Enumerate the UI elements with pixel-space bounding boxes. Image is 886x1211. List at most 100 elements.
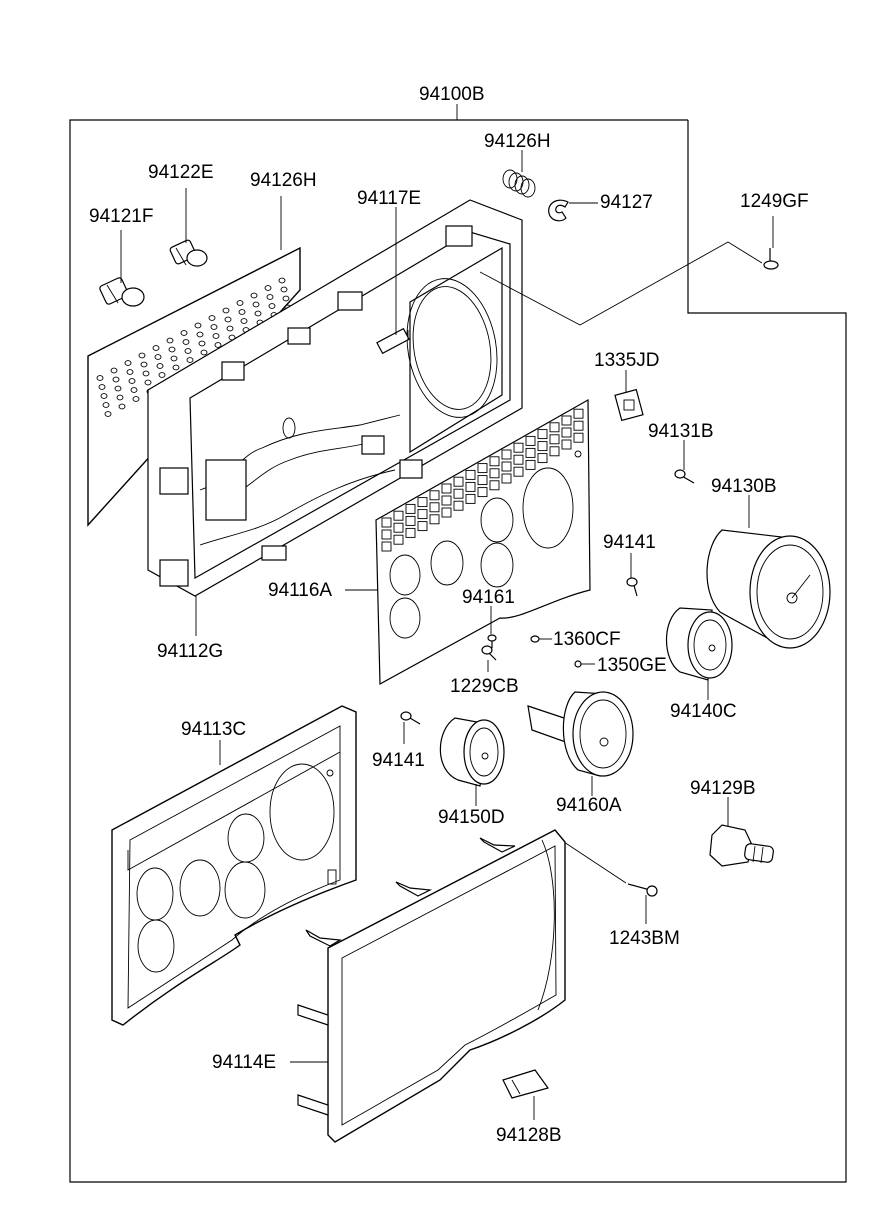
plate-cell [501,473,512,484]
pcb-hole [170,355,178,362]
pcb-hole [154,354,162,360]
label-94113C: 94113C [181,719,246,740]
pcb-hole [198,340,206,347]
pcb-hole [282,295,290,302]
pcb-hole [224,316,232,323]
label-94112G: 94112G [157,641,223,662]
plate-cell [465,469,476,480]
pcb-hole [102,402,110,408]
pcb-hole [200,349,208,356]
pcb-hole [118,403,126,410]
pcb-hole [104,411,112,417]
lens-94114E [297,829,566,1143]
pcb-hole [236,300,244,306]
pcb-hole [180,330,188,336]
pcb-hole [126,369,134,375]
plate-cell [537,453,548,464]
screw-94131B [674,469,695,484]
plate-cell [405,527,416,538]
pcb-hole [140,361,148,368]
leader-1243BM-to-lens [563,841,627,884]
pcb-hole [172,364,180,371]
pcb-hole [212,333,220,339]
pcb-hole [144,379,152,386]
pcb-hole [166,337,174,344]
plate-cell [561,415,572,426]
pcb-hole [208,315,216,321]
plate-cell [501,461,512,472]
pcb-hole [110,367,118,374]
label-94131B: 94131B [648,421,714,442]
label-1350GE: 1350GE [597,655,667,676]
plate-cell [489,456,500,467]
plate-cell [477,463,488,474]
plate-cell [573,432,584,443]
pcb-hole [182,339,190,345]
pcb-hole [124,360,132,366]
pcb-hole [96,375,104,381]
plate-cell [501,449,512,460]
label-94140C: 94140C [670,701,737,722]
label-94127: 94127 [600,192,653,213]
screw-94141-a [626,577,638,597]
plate-cell [477,475,488,486]
label-94100B: 94100B [419,84,485,105]
label-94141-b: 94141 [372,750,425,771]
pcb-hole [214,342,222,348]
plate-cell [393,522,404,533]
label-94126H-text: 94126H [484,131,551,152]
plate-cell [417,509,428,520]
label-94129B: 94129B [690,778,756,799]
pcb-hole [254,310,262,317]
label-1229CB: 1229CB [450,676,519,697]
pcb-hole [186,357,194,363]
plate-cell [453,488,464,499]
plate-cell [537,441,548,452]
gauge-94160A [527,691,634,777]
connector-94117E [376,327,410,355]
plate-cell [525,459,536,470]
plate-cell [465,493,476,504]
label-94160A: 94160A [556,795,622,816]
plate-cell [429,490,440,501]
plate-cell [573,420,584,431]
gauge-94140C [665,607,733,681]
label-94122E: 94122E [148,162,214,183]
sender-94129B [709,824,774,867]
pcb-hole [226,325,234,332]
case-94112G [147,199,523,597]
plate-cell [405,503,416,514]
bulb-94122E [169,239,208,267]
plate-cell [525,447,536,458]
plate-cell [513,466,524,477]
pcb-hole [132,396,140,402]
plate-cell [537,429,548,440]
screw-1249GF [763,248,779,270]
plate-cell [477,487,488,498]
pcb-hole [266,294,274,300]
washer-1360CF [530,635,540,643]
pcb-hole [128,378,136,384]
label-94116A: 94116A [268,580,332,601]
plate-cell [561,427,572,438]
plate-cell [573,408,584,419]
gauge-94150D [439,717,505,787]
plate-cell [513,442,524,453]
pcb-hole [138,352,146,359]
pcb-hole [114,385,122,392]
plate-cell [441,495,452,506]
screw-1229CB [481,645,497,661]
dial-plate-94116A [375,398,591,686]
pcb-hole [184,348,192,354]
plate-cell [453,500,464,511]
pcb-hole [194,322,202,329]
pcb-hole [156,363,164,369]
pcb-hole [130,387,138,393]
label-94150D: 94150D [438,807,505,828]
washer-1350GE [574,660,582,668]
pcb-hole [210,324,218,330]
pcb-hole [100,393,108,399]
plate-cell [489,480,500,491]
